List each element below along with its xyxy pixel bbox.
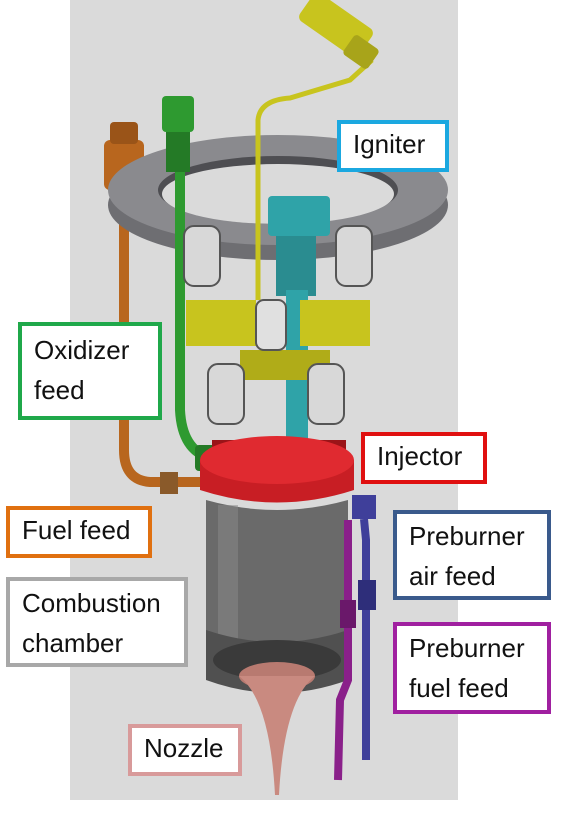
- igniter-label: Igniter: [337, 120, 449, 172]
- combustion-chamber-label-line1: Combustion: [22, 588, 161, 618]
- preburner-air-line: [352, 495, 376, 760]
- preburner-fuel-line: [334, 520, 356, 781]
- oxidizer-feed-label: Oxidizer feed: [18, 322, 162, 420]
- igniter-tube: [255, 0, 379, 300]
- preburner-air-feed-label-line2: air feed: [409, 561, 496, 591]
- nozzle-label-text: Nozzle: [144, 733, 224, 763]
- combustion-chamber-label-line2: chamber: [22, 628, 124, 658]
- oxidizer-feed-label-line1: Oxidizer: [34, 335, 130, 365]
- fuel-feed-label-text: Fuel feed: [22, 515, 131, 545]
- preburner-air-feed-label-line1: Preburner: [409, 521, 525, 551]
- valves-and-brackets: [183, 225, 373, 425]
- injector-ring: [200, 436, 354, 503]
- preburner-fuel-feed-label-line1: Preburner: [409, 633, 525, 663]
- preburner-fuel-feed-label-line2: fuel feed: [409, 673, 509, 703]
- preburner-air-feed-label: Preburner air feed: [393, 510, 551, 600]
- preburner-fuel-feed-label: Preburner fuel feed: [393, 622, 551, 714]
- oxidizer-feed-label-line2: feed: [34, 375, 85, 405]
- combustion-chamber-label: Combustion chamber: [6, 577, 188, 667]
- injector-label: Injector: [361, 432, 487, 484]
- nozzle: [239, 662, 315, 795]
- igniter-label-text: Igniter: [353, 129, 426, 159]
- fuel-feed-label: Fuel feed: [6, 506, 152, 558]
- injector-label-text: Injector: [377, 441, 463, 471]
- nozzle-label: Nozzle: [128, 724, 242, 776]
